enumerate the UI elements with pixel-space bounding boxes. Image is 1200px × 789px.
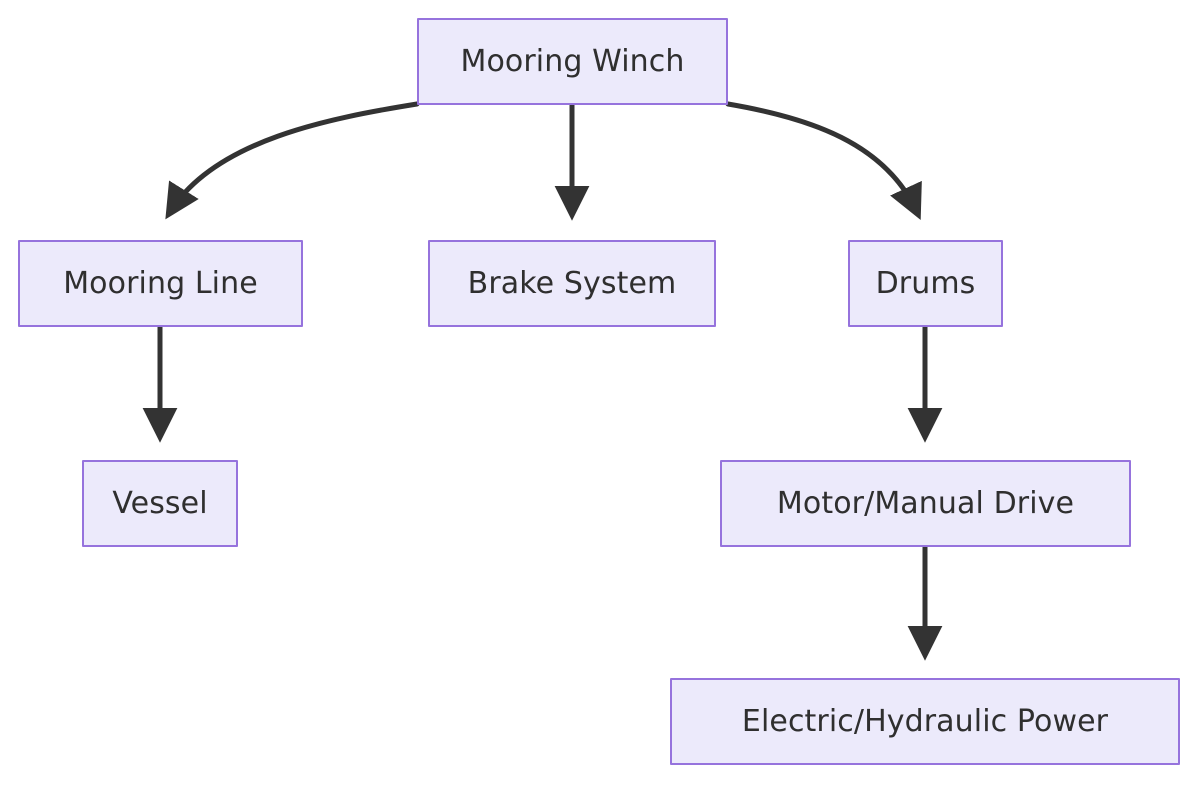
node-brake-system[interactable]: Brake System bbox=[428, 240, 716, 327]
node-label-mooring-line: Mooring Line bbox=[63, 265, 258, 301]
node-electric-hydraulic-power[interactable]: Electric/Hydraulic Power bbox=[670, 678, 1180, 765]
node-mooring-line[interactable]: Mooring Line bbox=[18, 240, 303, 327]
node-label-mooring-winch: Mooring Winch bbox=[460, 43, 685, 79]
edge-winch-to-drums bbox=[725, 101, 922, 220]
edge-winch-to-line bbox=[165, 101, 420, 220]
node-label-electric-hydraulic-power: Electric/Hydraulic Power bbox=[741, 703, 1109, 739]
node-mooring-winch[interactable]: Mooring Winch bbox=[417, 18, 728, 105]
node-drums[interactable]: Drums bbox=[848, 240, 1003, 327]
node-motor-manual-drive[interactable]: Motor/Manual Drive bbox=[720, 460, 1131, 547]
node-vessel[interactable]: Vessel bbox=[82, 460, 238, 547]
node-label-brake-system: Brake System bbox=[467, 265, 677, 301]
node-label-motor-manual-drive: Motor/Manual Drive bbox=[776, 485, 1075, 521]
node-label-vessel: Vessel bbox=[112, 485, 208, 521]
node-label-drums: Drums bbox=[875, 265, 976, 301]
